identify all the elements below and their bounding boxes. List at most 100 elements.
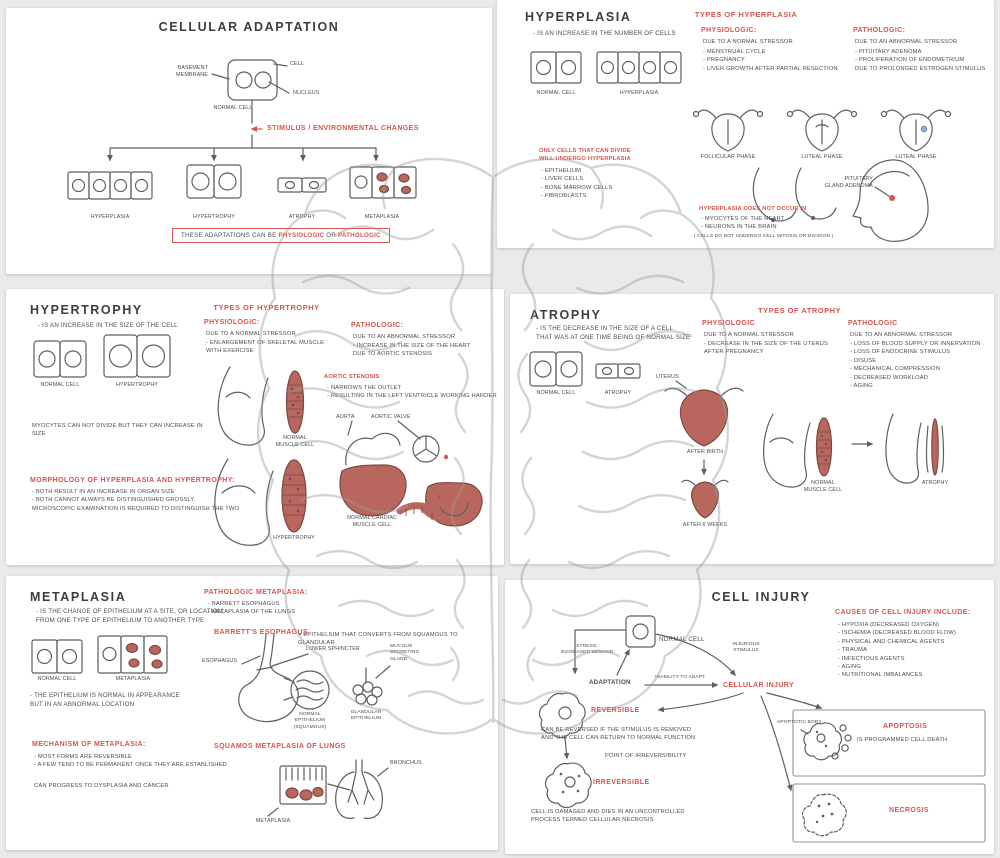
pathologic-list: - INCREASE IN THE SIZE OF THE HEART DUE … bbox=[353, 343, 471, 358]
page-title: HYPERPLASIA bbox=[525, 10, 632, 24]
barretts-definition: = EPITHELIUM THAT CONVERTS FROM SQUAMOUS… bbox=[298, 632, 458, 647]
injurious-stimulus-label: INJURIOUS STIMULUS bbox=[732, 642, 760, 654]
page-title: CELL INJURY bbox=[711, 590, 811, 604]
pathologic-list: - LOSS OF BLOOD SUPPLY OR INNERVATION - … bbox=[850, 341, 981, 389]
hypertrophy-cells-label: HYPERTROPHY bbox=[115, 382, 159, 388]
branch-metaplasia-label: METAPLASIA bbox=[364, 214, 400, 220]
hypertrophy-muscle-label: HYPERTROPHY bbox=[272, 535, 316, 541]
hyperplasia-cells-drawing bbox=[67, 171, 153, 200]
not-occur-list: - MYOCYTES OF THE HEART - NEURONS IN THE… bbox=[701, 216, 785, 231]
apoptosis-heading: APOPTOSIS bbox=[883, 723, 928, 730]
card-cellular-adaptation: CELLULAR ADAPTATION BASEMENT MEMBRANE CE… bbox=[6, 8, 492, 274]
card-hypertrophy: HYPERTROPHY - IS AN INCREASE IN THE SIZE… bbox=[6, 289, 504, 565]
point-irreversibility-label: POINT OF IRREVERSIBILITY bbox=[605, 753, 687, 759]
pathologic-heading: PATHOLOGIC: bbox=[853, 27, 906, 34]
divide-note-heading: ONLY CELLS THAT CAN DIVIDE WILL UNDERGO … bbox=[539, 148, 631, 163]
atrophy-cells-drawing bbox=[277, 177, 327, 193]
necrosis-heading: NECROSIS bbox=[889, 807, 929, 814]
page-title: METAPLASIA bbox=[30, 590, 127, 604]
atrophy-cells-label: ATROPHY bbox=[604, 390, 632, 396]
normal-cell-label: NORMAL CELL bbox=[37, 676, 77, 682]
metaplasia-cells-drawing bbox=[97, 635, 168, 674]
apoptosis-text: IS PROGRAMMED CELL DEATH bbox=[857, 737, 948, 743]
normal-cell-label: NORMAL CELL bbox=[536, 390, 576, 396]
types-heading: TYPES OF HYPERTROPHY bbox=[213, 303, 320, 312]
normal-muscle-label: NORMAL MUSCLE CELL bbox=[803, 480, 843, 494]
atrophy-muscle-label: ATROPHY bbox=[921, 480, 949, 486]
pathologic-list: - PITUITARY ADENOMA - PROLIFERATION OF E… bbox=[855, 49, 986, 72]
muscle-cell-normal-drawing bbox=[285, 370, 305, 434]
pathologic-subheading: DUE TO AN ABNORMAL STRESSOR bbox=[353, 334, 456, 340]
metaplasia-cells-label: METAPLASIA bbox=[115, 676, 151, 682]
hyperplasia-diagram bbox=[530, 51, 952, 242]
physiologic-subheading: DUE TO A NORMAL STRESSOR bbox=[703, 39, 793, 45]
page-title: HYPERTROPHY bbox=[30, 303, 143, 317]
head-pituitary-drawing bbox=[852, 159, 929, 242]
lungs-metaplasia-heading: SQUAMOS METAPLASIA OF LUNGS bbox=[214, 743, 346, 750]
uterus-luteal-drawing bbox=[786, 109, 858, 152]
bronchus-zoom-drawing bbox=[279, 765, 327, 805]
uterus-after-weeks-drawing bbox=[681, 479, 729, 519]
cardiac-muscle-label: NORMAL CARDIAC MUSCLE CELL bbox=[346, 515, 398, 529]
note-pathologic: PATHOLOGIC bbox=[337, 232, 381, 239]
after-weeks-label: AFTER 6 WEEKS bbox=[682, 522, 728, 528]
divide-note-list: - EPITHELIUM - LIVER CELLS - BONE MARROW… bbox=[541, 168, 613, 200]
hypertrophy-cells-drawing bbox=[103, 334, 171, 378]
branch-atrophy-label: ATROPHY bbox=[288, 214, 316, 220]
causes-list: - HYPOXIA (DECREASED OXYGEN) - ISCHEMIA … bbox=[838, 622, 957, 679]
hyperplasia-cells-label: HYPERPLASIA bbox=[619, 90, 659, 96]
card-cell-injury: CELL INJURY CAUSES OF CELL INJURY INCLUD… bbox=[505, 580, 994, 854]
esophagus-stomach-drawing bbox=[238, 633, 299, 723]
note-physiologic: PHYSIOLOGIC bbox=[278, 232, 325, 239]
normal-cells-drawing bbox=[530, 51, 582, 84]
causes-heading: CAUSES OF CELL INJURY INCLUDE: bbox=[835, 609, 971, 616]
arm-hypertrophy-drawing bbox=[214, 458, 274, 546]
follicular-phase-label: FOLLICULAR PHASE bbox=[700, 154, 756, 160]
uterus-after-birth-drawing bbox=[664, 387, 744, 447]
glandular-epithelium-label: GLANDULAR EPITHELIUM bbox=[350, 710, 382, 722]
aortic-valve-label: AORTIC VALVE bbox=[371, 414, 411, 420]
hypertrophy-cells-drawing bbox=[186, 164, 242, 199]
lungs-drawing bbox=[335, 759, 383, 819]
pathologic-subheading: DUE TO AN ABNORMAL STRESSOR bbox=[855, 39, 958, 45]
branch-hyperplasia-label: HYPERPLASIA bbox=[90, 214, 130, 220]
types-heading: TYPES OF ATROPHY bbox=[757, 306, 841, 315]
definition-text: - IS THE DECREASE IN THE SIZE OF A CELL … bbox=[536, 325, 691, 341]
stress-label: STRESS, INCREASED DEMAND bbox=[560, 644, 614, 656]
hypertrophy-diagram bbox=[33, 334, 483, 546]
card-metaplasia: METAPLASIA - IS THE CHANGE OF EPITHELIUM… bbox=[6, 576, 498, 850]
irreversible-text: CELL IS DAMAGED AND DIES IN AN UNCONTROL… bbox=[531, 809, 685, 824]
normal-muscle-label: NORMAL MUSCLE CELL bbox=[275, 435, 315, 449]
metaplasia-cells-drawing bbox=[349, 166, 417, 199]
arm-normal-drawing bbox=[217, 366, 269, 446]
apoptosis-drawing bbox=[803, 722, 852, 761]
mucous-gland-label: MUCOUS SECRETING GLAND bbox=[390, 644, 420, 662]
definition-text: - IS AN INCREASE IN THE SIZE OF THE CELL bbox=[38, 322, 178, 329]
squamous-epithelium-label: NORMAL EPITHELIUM (SQUAMOUS) bbox=[293, 712, 327, 730]
pathologic-heading: PATHOLOGIC: bbox=[351, 322, 404, 329]
after-birth-label: AFTER BIRTH bbox=[686, 449, 724, 455]
adaptations-note: THESE ADAPTATIONS CAN BE PHYSIOLOGIC OR … bbox=[172, 228, 390, 243]
gland-drawing bbox=[352, 667, 383, 706]
uterus-luteal2-drawing bbox=[880, 109, 952, 152]
normal-cell-label: NORMAL CELL bbox=[40, 382, 80, 388]
arm-normal-drawing bbox=[763, 413, 833, 488]
physiologic-heading: PHYSIOLOGIC: bbox=[204, 319, 260, 326]
reversible-text: CAN BE REVERSED IF THE STIMULUS IS REMOV… bbox=[541, 727, 696, 742]
pathologic-subheading: DUE TO AN ABNORMAL STRESSOR bbox=[850, 332, 953, 338]
physiologic-list: - ENLARGEMENT OF SKELETAL MUSCLE WITH EX… bbox=[206, 340, 325, 355]
card-atrophy: ATROPHY - IS THE DECREASE IN THE SIZE OF… bbox=[510, 294, 994, 564]
pituitary-adenoma-label: PITUITARY GLAND ADENOMA bbox=[824, 176, 873, 190]
uterus-follicular-drawing bbox=[692, 109, 764, 152]
necrosis-drawing bbox=[801, 793, 847, 837]
aortic-stenosis-list: - NARROWS THE OUTLET - RESULTING IN THE … bbox=[327, 385, 497, 400]
not-occur-heading: HYPERPLASIA DOES NOT OCCUR IN bbox=[699, 206, 807, 212]
types-heading: TYPES OF HYPERPLASIA bbox=[694, 10, 798, 19]
not-occur-note: ( CELLS DO NOT UNDERGO CELL MITOSIS OR D… bbox=[694, 234, 834, 239]
epithelium-note: - THE EPITHELIUM IS NORMAL IN APPEARANCE… bbox=[30, 692, 180, 708]
physiologic-list: - MENSTRUAL CYCLE - PREGNANCY - LIVER GR… bbox=[703, 49, 838, 72]
card-hyperplasia: HYPERPLASIA - IS AN INCREASE IN THE NUMB… bbox=[497, 0, 994, 248]
aorta-label: AORTA bbox=[336, 414, 355, 420]
atrophy-cells-drawing bbox=[595, 363, 641, 379]
